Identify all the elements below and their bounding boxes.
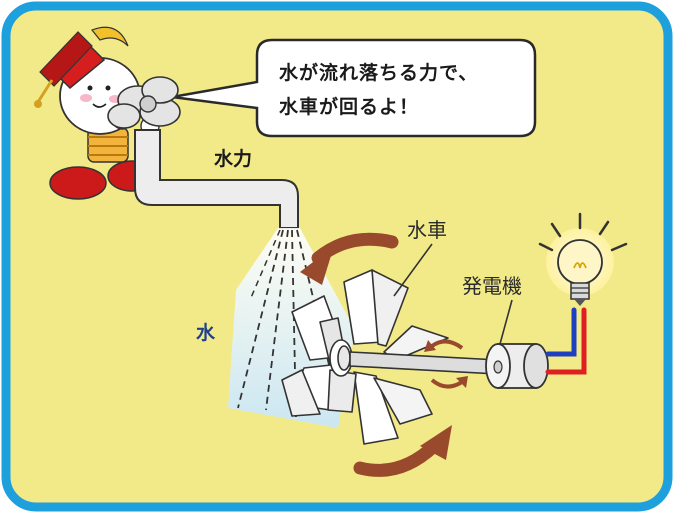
water-label: 水 — [196, 322, 216, 344]
water-wheel-label: 水車 — [407, 218, 447, 242]
rotation-arrow-bottom — [353, 425, 452, 477]
water-power-label: 水力 — [214, 148, 253, 170]
speech-bubble-line-1: 水が流れ落ちる力で、 — [279, 62, 479, 84]
faucet-handle — [107, 76, 181, 129]
speech-bubble-line-2: 水車が回るよ！ — [279, 96, 420, 118]
speech-bubble — [171, 38, 537, 138]
rotation-arrow-top — [300, 232, 399, 285]
generator-wires — [545, 307, 587, 375]
generator — [485, 343, 549, 389]
light-bulb-icon — [546, 228, 614, 306]
label-leader-lines — [393, 243, 513, 345]
shaft-rotation-arrows — [424, 339, 468, 389]
generator-label: 発電機 — [462, 274, 522, 298]
bulb-light-rays — [538, 212, 628, 252]
